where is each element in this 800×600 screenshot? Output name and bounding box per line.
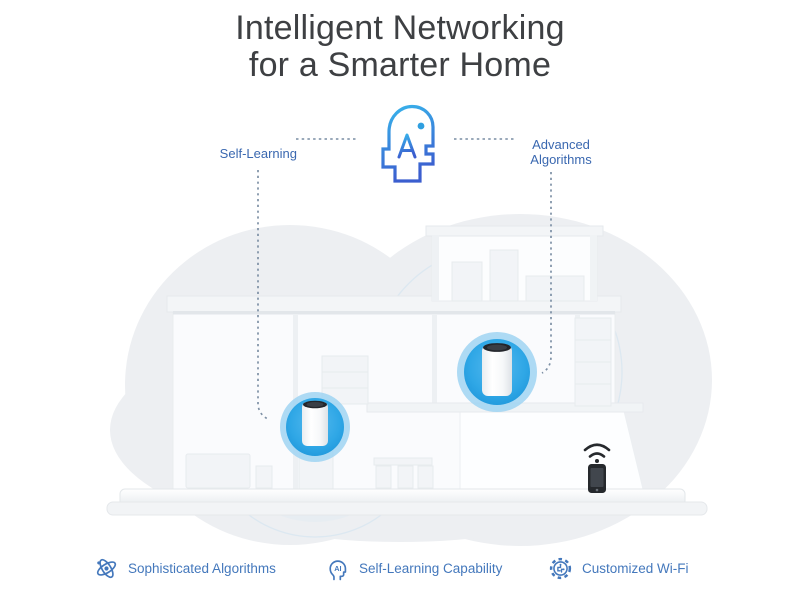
dotted-connectors <box>257 138 552 420</box>
feature-label: Self-Learning Capability <box>359 560 503 576</box>
mesh-router-right <box>457 332 537 412</box>
page-title-line1: Intelligent Networking <box>235 9 565 47</box>
svg-text:AI: AI <box>334 563 341 572</box>
gear-circuit-icon <box>549 557 572 579</box>
base-platform <box>106 488 708 516</box>
mesh-router-left <box>280 392 350 462</box>
feature-label: Customized Wi-Fi <box>582 560 689 576</box>
feature-row: Sophisticated Algorithms AI Self-Learnin… <box>0 554 800 584</box>
ai-head-icon: AI <box>329 559 347 580</box>
feature-customized-wifi: Customized Wi-Fi <box>548 554 689 582</box>
ai-head-icon <box>381 104 435 183</box>
callout-self-learning: Self-Learning <box>219 146 297 161</box>
feature-sophisticated-algorithms: Sophisticated Algorithms <box>94 554 276 582</box>
smartphone-wifi-icon <box>583 443 611 493</box>
feature-label: Sophisticated Algorithms <box>128 560 276 576</box>
furniture <box>185 249 612 490</box>
callout-advanced-algorithms: Advanced Algorithms <box>530 137 592 167</box>
atom-icon <box>96 558 117 578</box>
shelf-lines <box>322 339 611 389</box>
page-title-line2: for a Smarter Home <box>248 46 552 84</box>
feature-self-learning-capability: AI Self-Learning Capability <box>325 554 502 582</box>
